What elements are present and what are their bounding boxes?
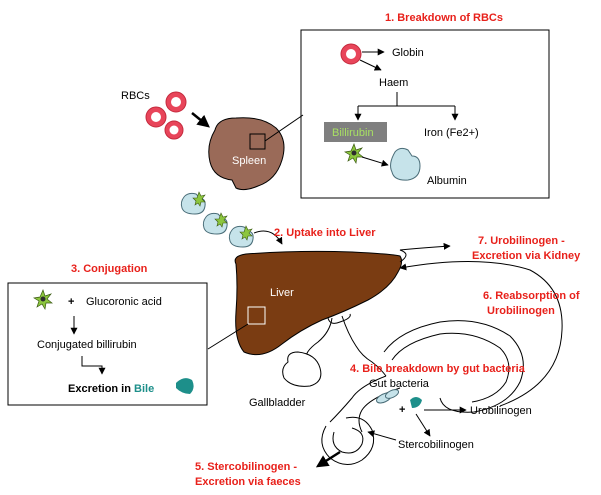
- step-7-label-line2: Excretion via Kidney: [472, 250, 581, 262]
- spleen-label: Spleen: [232, 155, 266, 167]
- gallbladder-label: Gallbladder: [249, 397, 306, 409]
- bilirubin-star-icon: [344, 143, 364, 164]
- step-5-label-line2: Excretion via faeces: [195, 476, 301, 488]
- reabsorption-arrow: [399, 261, 563, 407]
- liver-shape: [234, 250, 403, 356]
- spleen-zoom-square: [249, 133, 266, 150]
- step-3-label: 3. Conjugation: [71, 263, 148, 275]
- intestine-outline: [383, 320, 524, 413]
- rbc-icon: [145, 106, 167, 128]
- glucoronic-acid-label: Glucoronic acid: [86, 296, 162, 308]
- step-4-label: 4. Bile breakdown by gut bacteria: [350, 363, 526, 375]
- conjugated-bilirubin-label: Conjugated billirubin: [37, 339, 137, 351]
- billirubin-label: Billirubin: [332, 127, 374, 139]
- colon-loop: [321, 416, 375, 465]
- step-6-label-line2: Urobilinogen: [487, 305, 555, 317]
- step-2-label: 2. Uptake into Liver: [274, 227, 376, 239]
- rbcs-label: RBCs: [121, 90, 150, 102]
- plus-sign: +: [68, 296, 74, 308]
- liver-zoom-square: [247, 306, 266, 325]
- urobilinogen-label: Urobilinogen: [470, 405, 532, 417]
- step-7-label-line1: 7. Urobilinogen -: [478, 235, 565, 247]
- gallbladder-shape: [282, 351, 322, 387]
- rbc-icon: [165, 91, 187, 113]
- step-1-label: 1. Breakdown of RBCs: [385, 12, 503, 24]
- billirubin-box: [324, 122, 387, 142]
- albumin-bilirubin-complex-icon: [228, 225, 254, 248]
- albumin-icon: [390, 147, 421, 181]
- albumin-bilirubin-complex-icon: [180, 191, 206, 215]
- gut-bacteria-icon: [384, 389, 400, 399]
- stercobilinogen-label: Stercobilinogen: [398, 439, 474, 451]
- breakdown-box: [300, 29, 550, 199]
- excretion-in-bile-label: Excretion in Bile: [68, 383, 154, 395]
- globin-label: Globin: [392, 47, 424, 59]
- kidney-excretion-arrow: [399, 242, 451, 263]
- step-6-label-line1: 6. Reabsorption of: [483, 290, 580, 302]
- bilirubin-star-icon: [33, 289, 53, 310]
- rbc-icon: [340, 43, 362, 65]
- albumin-bilirubin-complex-icon: [202, 212, 228, 235]
- bile-drop-icon: [410, 397, 422, 408]
- gut-bacteria-label: Gut bacteria: [369, 378, 430, 390]
- bile-drop-icon: [176, 378, 194, 394]
- plus-sign: +: [399, 404, 405, 416]
- iron-label: Iron (Fe2+): [424, 127, 479, 139]
- rbc-icon: [164, 120, 184, 140]
- step-5-label-line1: 5. Stercobilinogen -: [195, 461, 297, 473]
- liver-label: Liver: [270, 287, 294, 299]
- spleen-shape: [208, 117, 285, 191]
- haem-label: Haem: [379, 77, 408, 89]
- albumin-label: Albumin: [427, 175, 467, 187]
